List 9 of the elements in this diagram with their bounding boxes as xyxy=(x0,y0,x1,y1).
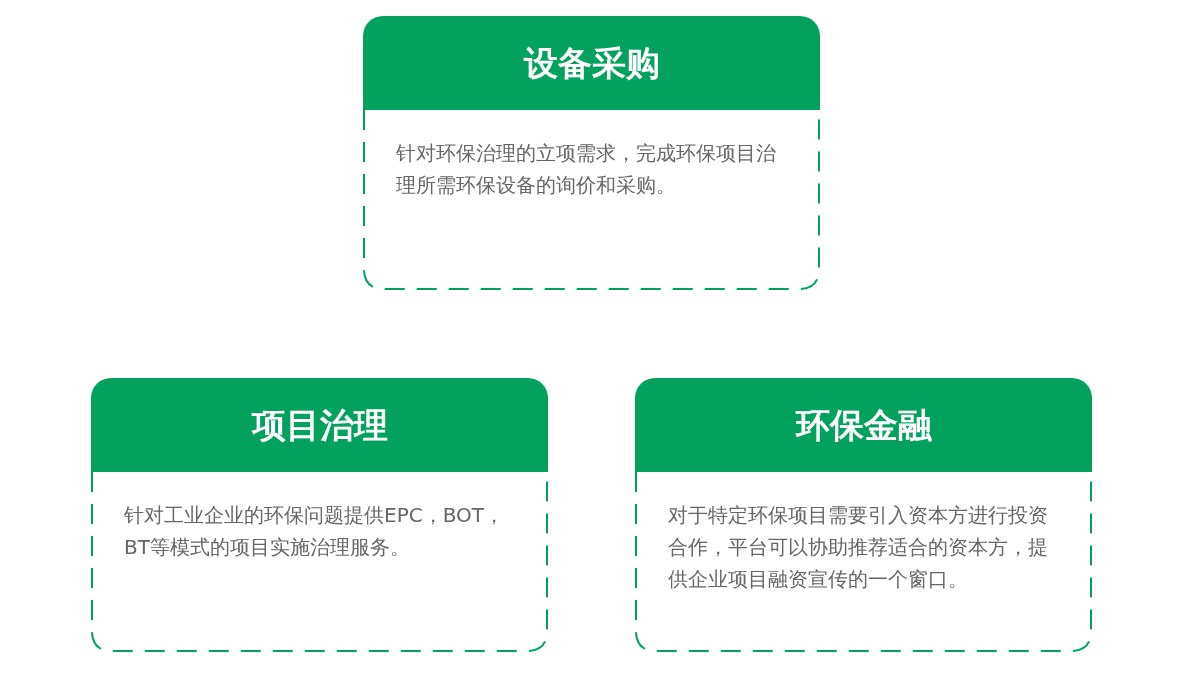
info-card xyxy=(363,16,820,290)
card-header: 项目治理 xyxy=(91,378,548,472)
card-header: 环保金融 xyxy=(635,378,1092,472)
info-card xyxy=(635,378,1092,652)
card-description: 针对环保治理的立项需求，完成环保项目治理所需环保设备的询价和采购。 xyxy=(396,140,777,199)
info-card xyxy=(91,378,548,652)
card-description: 针对工业企业的环保问题提供EPC，BOT，BT等模式的项目实施治理服务。 xyxy=(124,502,505,561)
card-description: 对于特定环保项目需要引入资本方进行投资合作，平台可以协助推荐适合的资本方，提供企业项目融资宣传的一个窗口。 xyxy=(668,502,1049,593)
card-header: 设备采购 xyxy=(363,16,820,110)
